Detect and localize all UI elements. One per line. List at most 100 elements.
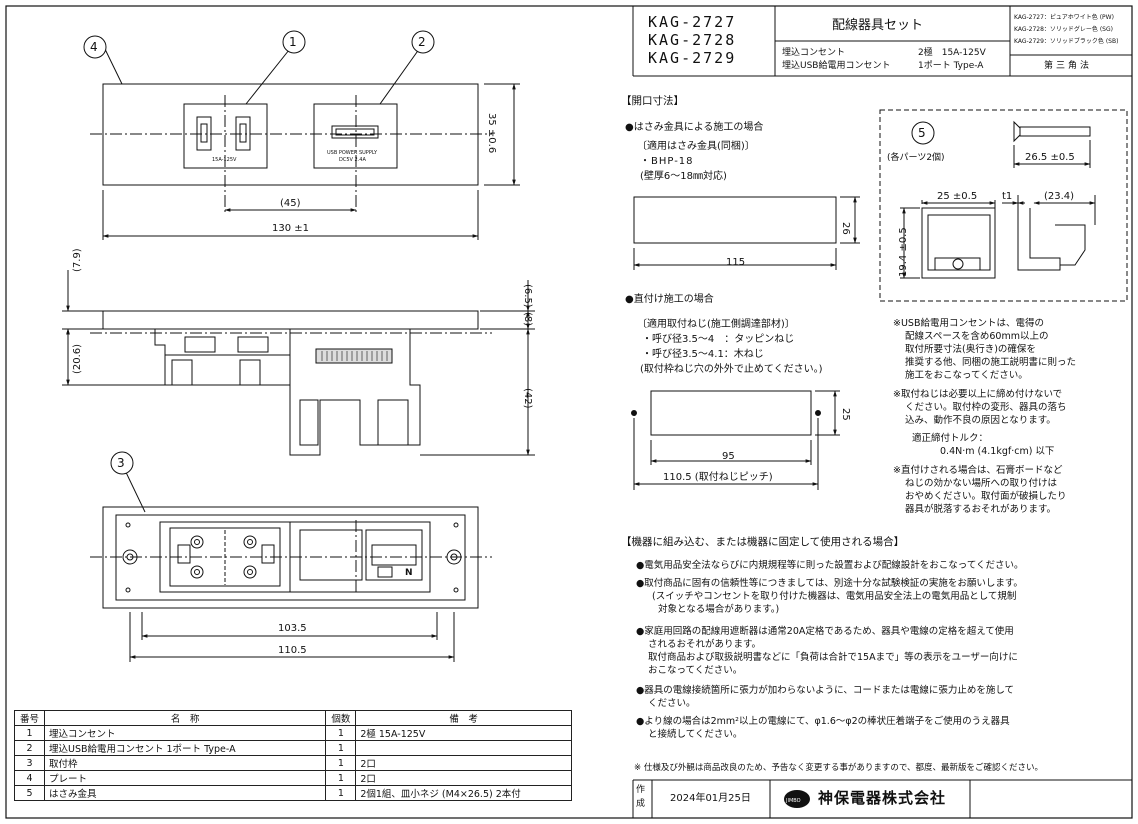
title-line2-left: 埋込USB給電用コンセント (782, 61, 891, 71)
cell-remarks (355, 740, 572, 756)
front-view (90, 83, 520, 240)
note-line: 配線スペースを含め60mm以上の (905, 331, 1049, 342)
dim-side-8: (8) (522, 312, 533, 327)
dim-front-pitch: (45) (280, 198, 301, 209)
usage-footer: ※ 仕様及び外観は商品改良のため、予告なく変更する事がありますので、都度、最新版… (634, 763, 1043, 773)
model-3: KAG-2729 (648, 49, 737, 67)
parts-table: 番号 名 称 個数 備 考 1 埋込コンセント 1 2極 15A-125V 2 … (14, 710, 572, 801)
balloon-3 (110, 451, 134, 475)
usb-label-2: DC5V 2.4A (339, 157, 366, 163)
title-line1-left: 埋込コンセント (782, 48, 846, 58)
table-row: 3 取付枠 1 2口 (14, 755, 572, 771)
usage-line: ●家庭用回路の配線用遮断器は通常20A定格であるため、器具や電線の定格を超えて使… (636, 626, 1014, 637)
cell-number: 3 (14, 755, 45, 771)
table-row: 1 埋込コンセント 1 2極 15A-125V (14, 725, 572, 741)
cell-name: 埋込USB給電用コンセント 1ポート Type-A (43, 740, 327, 756)
usage-line: ●より線の場合は2mm²以上の電線にて、φ1.6～φ2の棒状圧着端子をご使用のう… (636, 716, 1010, 727)
dim-front-height: 35 ±0.6 (486, 113, 497, 154)
rect1-width: 115 (726, 257, 746, 268)
note-line: 器具が脱落するおそれがあります。 (905, 504, 1057, 515)
balloon-1 (282, 30, 306, 54)
note-line: ねじの効かない場所への取り付けは (905, 478, 1058, 489)
dim-back-103-5: 103.5 (278, 623, 307, 634)
opening-rect-clamp (633, 196, 860, 270)
color-2: KAG-2728：ソリッドグレー色 (SG) (1014, 26, 1113, 33)
balloon-3-text: 3 (117, 456, 125, 470)
cell-qty: 1 (325, 755, 357, 771)
note-line: 施工をおこなってください。 (905, 370, 1028, 381)
header-name: 名 称 (43, 710, 327, 726)
balloon-5-text: 5 (918, 126, 926, 140)
direct-line-4: (取付枠ねじ穴の外外で止めてください。) (640, 364, 823, 375)
dim-clamp-26-5: 26.5 ±0.5 (1025, 152, 1075, 163)
usage-line: ●取付商品に固有の信頼性等につきましては、別途十分な試験検証の実施をお願いします… (636, 578, 1023, 589)
outlet-rating-label: 15A-125V (212, 157, 237, 163)
title-line2-right: 1ポート Type-A (918, 61, 984, 71)
clamp-title: ●はさみ金具による施工の場合 (625, 122, 764, 133)
clamp-line-3: (壁厚6～18㎜対応) (640, 171, 727, 182)
dim-side-6-5: (6.5) (522, 284, 533, 308)
color-3: KAG-2729：ソリッドブラック色 (SB) (1014, 38, 1119, 45)
cell-qty: 1 (325, 785, 357, 801)
usage-line: 対象となる場合があります。) (658, 604, 780, 615)
usage-line: ●器具の電線接続箇所に張力が加わらないように、コードまたは電線に張力止めを施して (636, 685, 1015, 696)
model-2: KAG-2728 (648, 31, 737, 49)
usage-line: ●電気用品安全法ならびに内規規程等に則った設置および配線設計をおこなってください… (636, 560, 1024, 571)
cell-qty: 1 (325, 740, 357, 756)
usage-line: 取付商品および取扱説明書などに「負荷は合計で15Aまで」等の表示をユーザー向けに (648, 652, 1018, 663)
usage-line: おこなってください。 (648, 665, 743, 676)
table-row: 4 プレート 1 2口 (14, 770, 572, 786)
direct-title: ●直付け施工の場合 (625, 294, 714, 305)
balloon-4-text: 4 (90, 40, 98, 54)
table-row: 5 はさみ金具 1 2個1組、皿小ネジ (M4×26.5) 2本付 (14, 785, 572, 801)
torque-value: 0.4N·m (4.1kgf·cm) 以下 (940, 446, 1055, 457)
side-view (62, 270, 535, 456)
cell-remarks: 2口 (355, 770, 572, 786)
note-line: 推奨する他、同梱の施工説明書に則った (905, 357, 1077, 368)
company-name: 神保電器株式会社 (818, 789, 947, 807)
cell-remarks: 2口 (355, 755, 572, 771)
balloon-2-text: 2 (418, 35, 426, 49)
header-remarks: 備 考 (355, 710, 572, 726)
dim-back-110-5: 110.5 (278, 645, 307, 656)
cell-qty: 1 (325, 770, 357, 786)
clamp-parts-note: (各パーツ2個) (887, 153, 945, 163)
balloon-2 (411, 30, 435, 54)
header-qty: 個数 (325, 710, 357, 726)
projection-label: 第三角法 (1044, 61, 1093, 71)
header-number: 番号 (14, 710, 45, 726)
dim-side-42: (42) (522, 388, 533, 409)
dim-clamp-19-4: 19.4 ±0.5 (898, 227, 909, 277)
back-view (90, 506, 492, 662)
cell-name: はさみ金具 (43, 785, 327, 801)
balloon-4 (83, 35, 107, 59)
title-line1-right: 2極 15A-125V (918, 48, 986, 58)
direct-line-3: ・呼び径3.5～4.1：木ねじ (642, 349, 764, 360)
back-n-label: N (405, 568, 413, 578)
clamp-detail (879, 109, 1128, 302)
direct-line-2: ・呼び径3.5～4 ：タッピンねじ (642, 334, 795, 345)
dim-side-7-9: (7.9) (72, 248, 83, 272)
table-row: 2 埋込USB給電用コンセント 1ポート Type-A 1 (14, 740, 572, 756)
note-line: おやめください。取付面が破損したり (905, 491, 1067, 502)
note-line: 適正締付トルク： (912, 433, 989, 444)
balloon-2-leader (379, 44, 423, 105)
dim-clamp-23-4: (23.4) (1044, 191, 1075, 202)
dim-clamp-25: 25 ±0.5 (937, 191, 978, 202)
parts-table-header: 番号 名 称 個数 備 考 (14, 710, 572, 726)
opening-heading: 【開口寸法】 (621, 95, 684, 107)
cell-name: プレート (43, 770, 327, 786)
rect1-height: 26 (840, 222, 851, 235)
note-line: 取付所要寸法(奥行き)の確保を (905, 344, 1036, 355)
usage-line: ください。 (648, 698, 696, 709)
usage-line: (スイッチやコンセントを取り付けた機器は、電気用品安全法上の電気用品として規制 (652, 591, 1017, 602)
dim-side-20-6: (20.6) (72, 343, 83, 374)
company-logo (784, 790, 810, 808)
cell-remarks: 2極 15A-125V (355, 725, 572, 741)
cell-number: 2 (14, 740, 45, 756)
model-1: KAG-2727 (648, 13, 737, 31)
created-label: 作成 (636, 785, 646, 809)
color-1: KAG-2727：ピュアホワイト色 (PW) (1014, 14, 1114, 21)
clamp-line-1: 〔適用はさみ金具(同梱)〕 (637, 141, 755, 152)
